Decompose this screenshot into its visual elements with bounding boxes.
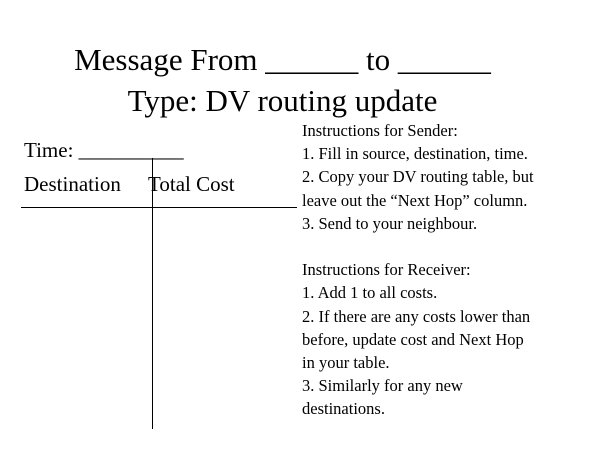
receiver-step: in your table. [302,353,390,373]
receiver-step: 2. If there are any costs lower than [302,306,531,326]
receiver-step: 1. Add 1 to all costs. [302,283,438,303]
sender-step: 2. Copy your DV routing table, but [302,167,534,187]
sender-step: leave out the “Next Hop” column. [302,190,528,210]
time-label: Time: __________ [24,138,184,162]
column-header-total-cost: Total Cost [148,172,235,196]
title-line-1: Message From ______ to ______ [74,42,491,77]
table-header-divider [21,207,297,208]
receiver-step: before, update cost and Next Hop [302,329,524,349]
receiver-heading: Instructions for Receiver: [302,260,471,280]
sender-step: 3. Send to your neighbour. [302,213,478,233]
title-line-2: Type: DV routing update [127,83,438,118]
table-column-divider [152,158,153,429]
sender-step: 1. Fill in source, destination, time. [302,144,528,164]
column-header-destination: Destination [24,172,121,196]
instructions: Instructions for Sender: 1. Fill in sour… [302,119,534,421]
sender-heading: Instructions for Sender: [302,121,458,140]
receiver-step: destinations. [302,399,385,419]
receiver-step: 3. Similarly for any new [302,376,463,396]
